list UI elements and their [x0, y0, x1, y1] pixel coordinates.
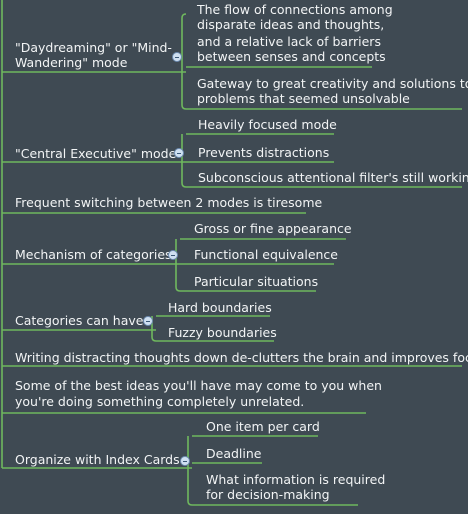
daydream-child1-line2[interactable]: disparate ideas and thoughts,: [197, 17, 385, 32]
mechanism-child-3[interactable]: Particular situations: [194, 274, 319, 289]
mechanism-child-branch: [175, 239, 181, 292]
collapse-button[interactable]: [172, 52, 182, 62]
node-categories-can-have[interactable]: Categories can have: [15, 313, 144, 328]
index-cards-child-branch: [187, 436, 193, 506]
daydream-child2-line: [181, 72, 462, 110]
collapse-button[interactable]: [168, 250, 178, 260]
node-best-ideas-line2[interactable]: you're doing something completely unrela…: [15, 394, 305, 409]
central-child-1[interactable]: Heavily focused mode: [198, 117, 337, 132]
node-frequent-switching[interactable]: Frequent switching between 2 modes is ti…: [15, 195, 323, 210]
index-cards-child-3-line2[interactable]: for decision-making: [206, 487, 330, 502]
daydream-child1-line3[interactable]: and a relative lack of barriers: [197, 34, 381, 49]
central-child-3[interactable]: Subconscious attentional filter's still …: [198, 170, 468, 185]
mechanism-child-1[interactable]: Gross or fine appearance: [194, 221, 352, 236]
collapse-button[interactable]: [180, 456, 190, 466]
collapse-button[interactable]: [174, 148, 184, 158]
node-best-ideas-line1[interactable]: Some of the best ideas you'll have may c…: [15, 378, 382, 393]
index-cards-child-2[interactable]: Deadline: [206, 446, 262, 461]
central-child-2[interactable]: Prevents distractions: [198, 145, 330, 160]
categories-child-underlines: [156, 315, 274, 342]
node-central-executive[interactable]: "Central Executive" mode: [15, 146, 177, 161]
categories-child-1[interactable]: Hard boundaries: [168, 300, 272, 315]
node-writing-distracting-thoughts[interactable]: Writing distracting thoughts down de-clu…: [15, 350, 468, 365]
daydream-child2-line1[interactable]: Gateway to great creativity and solution…: [197, 76, 468, 91]
index-cards-child-3-line1[interactable]: What information is required: [206, 472, 386, 487]
collapse-button[interactable]: [143, 316, 153, 326]
categories-child-2[interactable]: Fuzzy boundaries: [168, 325, 277, 340]
node-daydreaming-line1[interactable]: "Daydreaming" or "Mind-: [15, 40, 172, 55]
node-daydreaming-line2[interactable]: Wandering" mode: [15, 55, 128, 70]
mechanism-child-underlines: [180, 238, 346, 292]
index-cards-child-underlines: [192, 435, 358, 506]
daydream-child1-line1[interactable]: The flow of connections among: [197, 2, 393, 17]
central-child-branch: [181, 134, 187, 188]
daydream-child2-line2[interactable]: problems that seemed unsolvable: [197, 91, 410, 106]
mechanism-child-2[interactable]: Functional equivalence: [194, 247, 339, 262]
node-organize-index-cards[interactable]: Organize with Index Cards: [15, 452, 180, 467]
central-child-underlines: [186, 133, 462, 188]
node-mechanism-of-categories[interactable]: Mechanism of categories: [15, 247, 172, 262]
daydream-child1-line: [181, 13, 372, 72]
daydream-child1-line4[interactable]: between senses and concepts: [197, 49, 386, 64]
index-cards-child-1[interactable]: One item per card: [206, 419, 320, 434]
